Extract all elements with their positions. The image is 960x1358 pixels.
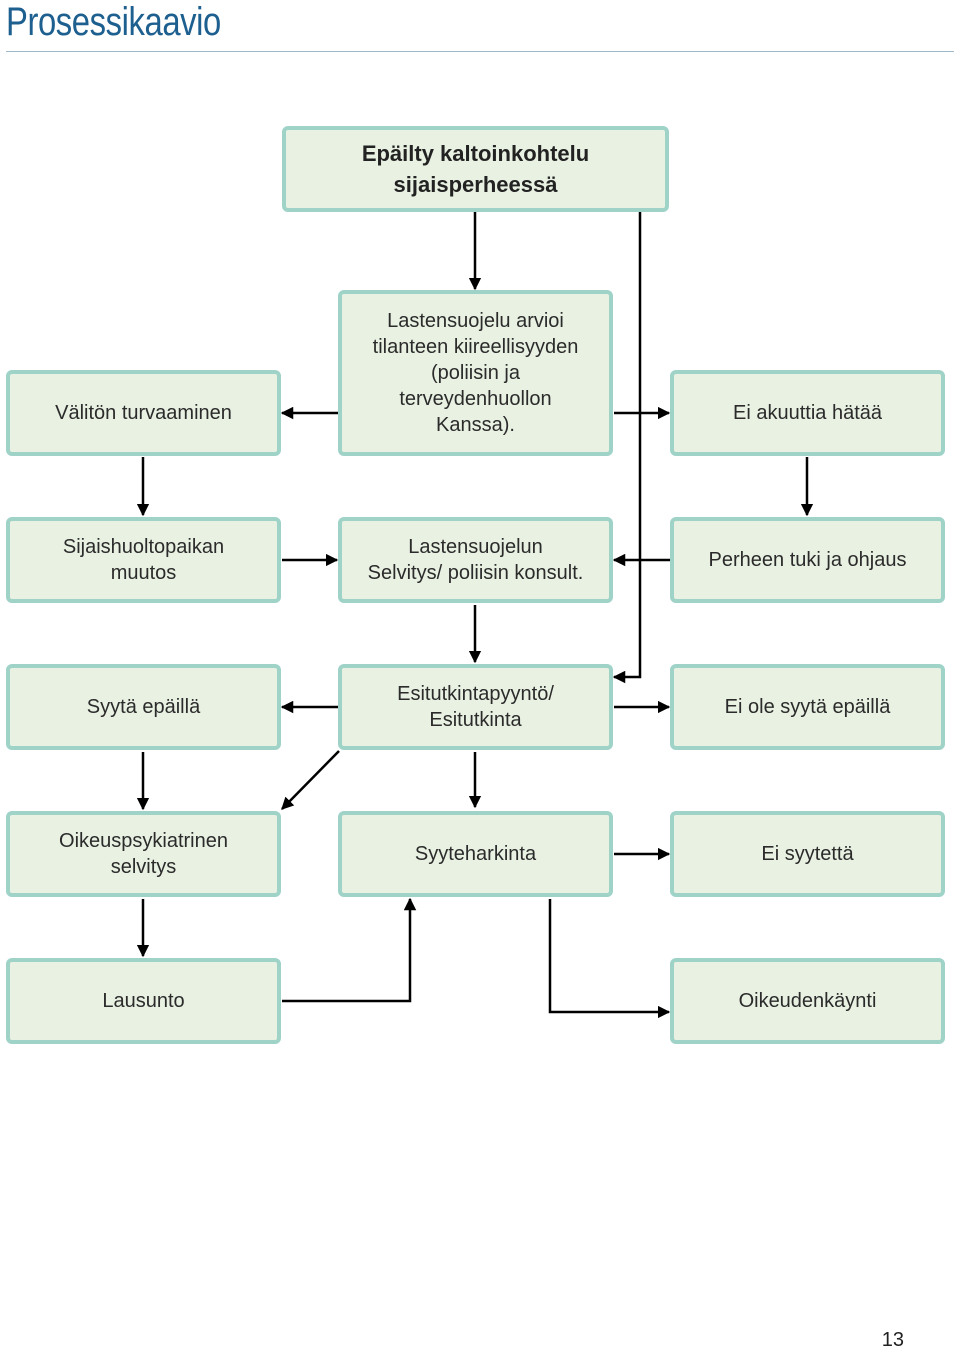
node-forensic-psychiatric-label: Oikeuspsykiatrinen selvitys	[59, 830, 228, 878]
page-title: Prosessikaavio	[6, 0, 221, 44]
node-pretrial-request: Esitutkintapyyntö/ Esitutkinta	[338, 664, 613, 750]
node-urgency-assessment: Lastensuojelu arvioi tilanteen kiireelli…	[338, 290, 613, 456]
node-trial: Oikeudenkäynti	[670, 958, 945, 1044]
node-no-grounds-label: Ei ole syytä epäillä	[724, 696, 891, 718]
arrow-charge-to-trial	[548, 899, 671, 1019]
node-family-support: Perheen tuki ja ohjaus	[670, 517, 945, 603]
arrow-pretrial-to-forensic	[281, 750, 340, 810]
node-charge-consideration-label: Syyteharkinta	[414, 843, 537, 865]
title-divider	[6, 51, 954, 52]
node-pretrial-request-label: Esitutkintapyyntö/ Esitutkinta	[397, 683, 554, 731]
node-grounds-to-suspect-label: Syytä epäillä	[86, 696, 201, 718]
node-forensic-psychiatric: Oikeuspsykiatrinen selvitys	[6, 811, 281, 897]
node-no-acute-emergency-label: Ei akuuttia hätää	[733, 402, 882, 424]
node-statement: Lausunto	[6, 958, 281, 1044]
node-immediate-protection-label: Välitön turvaaminen	[55, 402, 232, 424]
node-child-welfare-report-label: Lastensuojelun Selvitys/ poliisin konsul…	[367, 536, 584, 584]
arrow-suspected-to-pretrial-bypass	[612, 212, 642, 684]
node-statement-label: Lausunto	[102, 990, 185, 1012]
node-grounds-to-suspect: Syytä epäillä	[6, 664, 281, 750]
node-no-charges-label: Ei syytettä	[761, 843, 854, 865]
node-suspected-abuse-label: Epäilty kaltoinkohtelu sijaisperheessä	[361, 141, 590, 197]
node-placement-change: Sijaishuoltopaikan muutos	[6, 517, 281, 603]
node-no-acute-emergency: Ei akuuttia hätää	[670, 370, 945, 456]
page-number: 13	[881, 1329, 904, 1351]
node-trial-label: Oikeudenkäynti	[738, 990, 877, 1012]
node-child-welfare-report: Lastensuojelun Selvitys/ poliisin konsul…	[338, 517, 613, 603]
node-family-support-label: Perheen tuki ja ohjaus	[708, 549, 907, 571]
node-placement-change-label: Sijaishuoltopaikan muutos	[62, 536, 225, 584]
node-urgency-assessment-label: Lastensuojelu arvioi tilanteen kiireelli…	[372, 310, 579, 436]
arrow-statement-to-charge	[282, 897, 417, 1003]
node-no-charges: Ei syytettä	[670, 811, 945, 897]
node-charge-consideration: Syyteharkinta	[338, 811, 613, 897]
node-no-grounds: Ei ole syytä epäillä	[670, 664, 945, 750]
node-immediate-protection: Välitön turvaaminen	[6, 370, 281, 456]
node-suspected-abuse: Epäilty kaltoinkohtelu sijaisperheessä	[282, 126, 669, 212]
